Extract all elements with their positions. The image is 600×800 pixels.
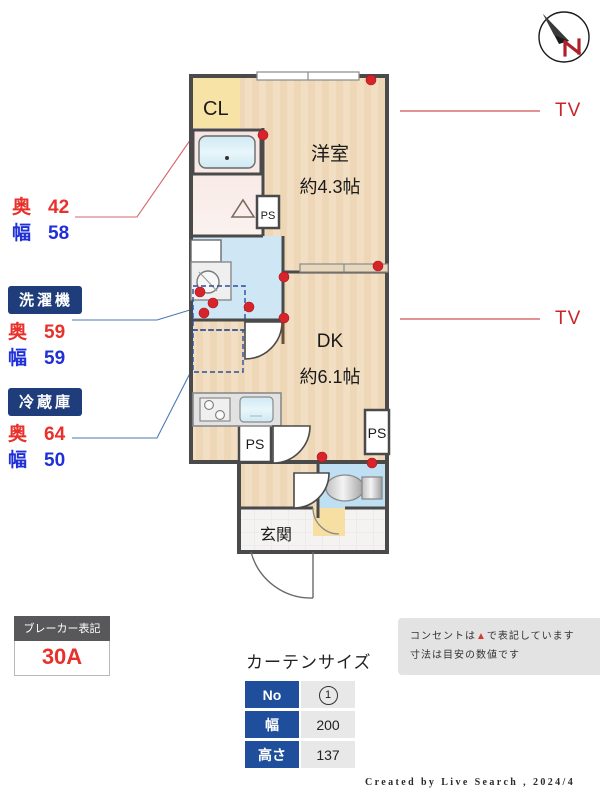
dim-key: 幅 bbox=[8, 348, 29, 369]
breaker-header: ブレーカー表記 bbox=[14, 616, 110, 641]
legend-note-line1-a: コンセントは bbox=[410, 631, 476, 642]
tv-label-bottom: TV bbox=[555, 308, 582, 329]
washing-machine-tag: 洗濯機 bbox=[8, 286, 83, 314]
table-row: 幅 200 bbox=[245, 711, 355, 738]
dim-row: 幅 50 bbox=[8, 445, 82, 471]
curtain-row-value: 137 bbox=[301, 741, 355, 768]
dim-key: 奥 bbox=[8, 424, 29, 445]
outlet-triangle-icon: ▲ bbox=[476, 631, 487, 642]
dim-value: 50 bbox=[44, 450, 66, 471]
dim-value: 58 bbox=[48, 223, 70, 244]
pipe-shaft-label-1: PS bbox=[261, 210, 276, 222]
curtain-size-title: カーテンサイズ bbox=[246, 653, 372, 672]
compass-north-icon bbox=[535, 8, 593, 66]
refrigerator-tag: 冷蔵庫 bbox=[8, 388, 83, 416]
curtain-number-circle: 1 bbox=[318, 685, 338, 705]
dining-kitchen-size: 約6.1帖 bbox=[299, 367, 360, 387]
dim-row: 奥 64 bbox=[8, 419, 82, 445]
closet-label: CL bbox=[203, 98, 229, 120]
curtain-row-header: 幅 bbox=[245, 711, 299, 738]
tv-label-top: TV bbox=[555, 100, 582, 121]
curtain-row-value: 200 bbox=[301, 711, 355, 738]
dim-value: 64 bbox=[44, 424, 66, 445]
legend-note: コンセントは▲で表記しています 寸法は目安の数値です bbox=[398, 618, 600, 675]
table-row: 高さ 137 bbox=[245, 741, 355, 768]
legend-note-line1-b: で表記しています bbox=[486, 631, 575, 642]
dim-key: 奥 bbox=[12, 197, 33, 218]
table-row: No 1 bbox=[245, 681, 355, 708]
dim-row: 幅 58 bbox=[12, 218, 69, 244]
legend-note-line2: 寸法は目安の数値です bbox=[410, 650, 520, 661]
pipe-shaft-label-2: PS bbox=[246, 436, 265, 452]
dim-row: 奥 59 bbox=[8, 317, 82, 343]
tv-callout-top: TV bbox=[400, 100, 600, 121]
callout-refrigerator: 冷蔵庫 奥 64 幅 50 bbox=[8, 388, 83, 471]
breaker-value: 30A bbox=[14, 641, 110, 676]
western-room-label: 洋室 bbox=[311, 143, 349, 165]
callout-washing-machine: 洗濯機 奥 59 幅 59 bbox=[8, 286, 83, 369]
dining-kitchen-label: DK bbox=[317, 331, 344, 352]
footer-credit: Created by Live Search , 2024/4 bbox=[365, 777, 576, 788]
callout-bathtub-dimensions: 奥 42 幅 58 bbox=[12, 192, 69, 244]
pipe-shaft-label-3: PS bbox=[368, 425, 387, 441]
dim-key: 奥 bbox=[8, 322, 29, 343]
entrance-label: 玄関 bbox=[260, 526, 292, 544]
dim-key: 幅 bbox=[12, 223, 33, 244]
dim-row: 奥 42 bbox=[12, 192, 69, 218]
dim-value: 59 bbox=[44, 322, 66, 343]
dim-key: 幅 bbox=[8, 450, 29, 471]
curtain-row-header: 高さ bbox=[245, 741, 299, 768]
dim-value: 42 bbox=[48, 197, 70, 218]
breaker-box: ブレーカー表記 30A bbox=[14, 616, 110, 676]
curtain-size-table: No 1 幅 200 高さ 137 bbox=[243, 678, 357, 771]
curtain-row-header: No bbox=[245, 681, 299, 708]
dim-row: 幅 59 bbox=[8, 343, 82, 369]
tv-callout-bottom: TV bbox=[400, 308, 600, 329]
dim-value: 59 bbox=[44, 348, 66, 369]
western-room-size: 約4.3帖 bbox=[299, 177, 360, 197]
curtain-row-value: 1 bbox=[301, 681, 355, 708]
legend-note-line1: コンセントは▲で表記しています bbox=[410, 627, 600, 646]
